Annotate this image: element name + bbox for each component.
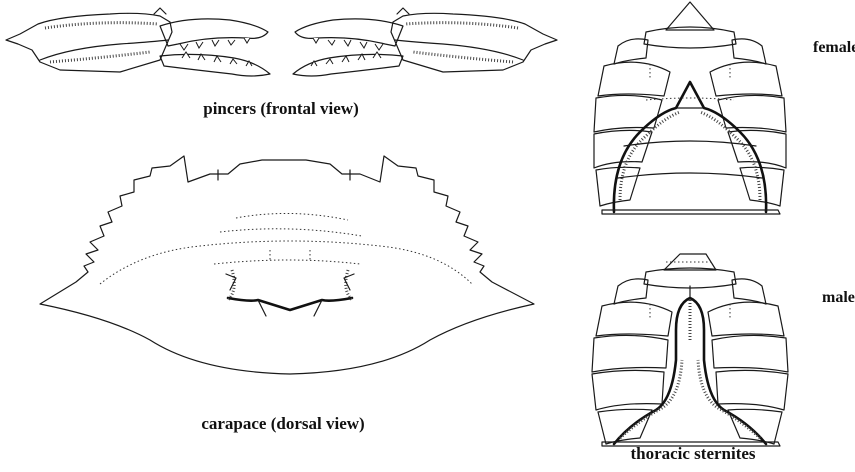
pincers-caption: pincers (frontal view): [203, 99, 359, 119]
right-pincer: [293, 8, 557, 76]
pincers-drawing: [6, 8, 557, 76]
carapace-caption: carapace (dorsal view): [201, 414, 364, 434]
carapace-drawing: [40, 156, 534, 374]
male-sternites-drawing: [592, 254, 788, 446]
left-pincer: [6, 8, 270, 76]
female-sternites-drawing: [594, 2, 786, 214]
male-label: male: [822, 289, 855, 307]
sternites-caption: thoracic sternites: [630, 444, 755, 464]
female-label: female: [813, 39, 855, 57]
